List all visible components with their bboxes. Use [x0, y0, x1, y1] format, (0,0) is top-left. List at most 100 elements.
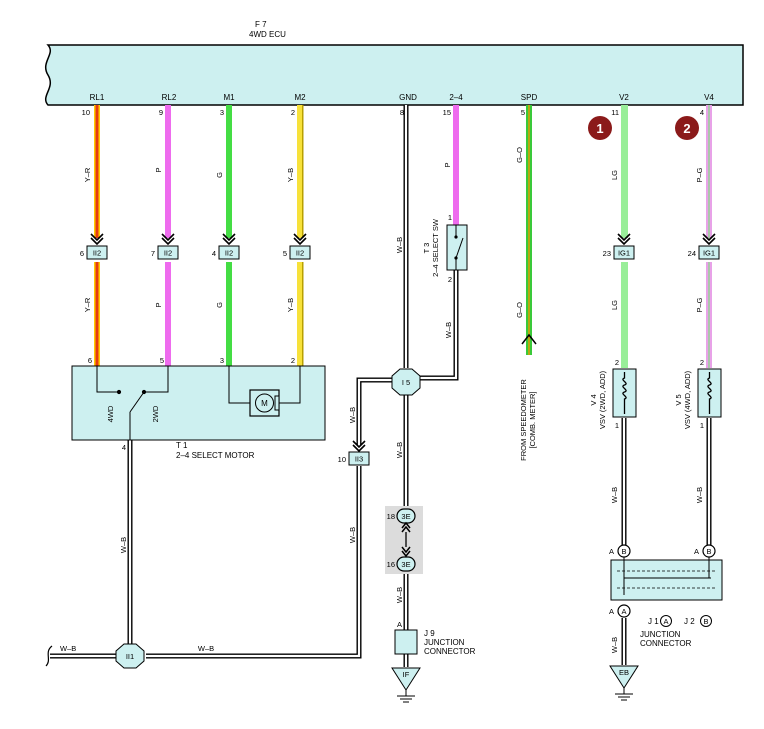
wire-label-v2-bottom: W–B: [610, 487, 619, 503]
wire-color-labels: Y–R Y–R P P G G Y–B Y–B W–B P W–B W–B W–…: [60, 147, 704, 653]
conn-pin-rl1: 6: [80, 249, 84, 258]
arrow-m1: [222, 233, 236, 246]
conn-label-v2: IG1: [618, 249, 630, 258]
pin-num-m1: 3: [220, 108, 224, 117]
pin-num-v2: 11: [611, 108, 619, 117]
wire-m2-bottom: [297, 262, 303, 366]
wire-label-v2-top: LG: [610, 170, 619, 180]
conn-label-m1: II2: [225, 249, 233, 258]
wire-label-ii3-down: W–B: [348, 527, 357, 543]
badges: 1 2: [588, 116, 699, 140]
wire-label-rl2-top: P: [154, 167, 163, 172]
junction-connector-j1: B A B A A A J 1 A J 2 B JUNCTION CONNECT…: [609, 544, 723, 648]
motor-out-pin: 4: [122, 443, 126, 452]
jc-pin-a-right: A: [694, 547, 699, 556]
pin-label-spd: SPD: [521, 93, 538, 102]
vsv1-name: VSV (2WD, ADD): [598, 370, 607, 429]
ground-eb: EB: [609, 665, 639, 701]
wire-rl1-top-stripe: [95, 105, 99, 238]
wire-label-m2-bottom: Y–B: [286, 298, 295, 312]
conn-label-3e-bottom: 3E: [401, 560, 410, 569]
vsv-v4: 2 1 V 4 VSV (2WD, ADD): [589, 358, 637, 430]
ecu-name: 4WD ECU: [249, 30, 286, 39]
badge-2: 2: [683, 121, 690, 136]
wire-label-jc-out: W–B: [610, 637, 619, 653]
arrow-rl2: [161, 233, 175, 246]
pin-num-rl2: 9: [159, 108, 163, 117]
wire-m2-bottom-stripe: [302, 262, 304, 366]
jc-id-j2: J 2: [684, 617, 695, 626]
pin-label-m2: M2: [294, 93, 306, 102]
arrow-v2: [617, 233, 631, 246]
motor-pin-4: 2: [291, 356, 295, 365]
pin-label-24: 2–4: [449, 93, 463, 102]
motor-symbol: M: [261, 399, 268, 408]
j9-pin: A: [397, 620, 402, 629]
wire-label-spd-bottom: G–O: [515, 302, 524, 318]
motor-contact-4wd: 4WD: [106, 405, 115, 422]
wb-ii3-down: [146, 466, 362, 659]
wire-v2-top: [621, 105, 628, 238]
wire-label-left-in: W–B: [60, 644, 76, 653]
wire-label-rl1-top: Y–R: [83, 167, 92, 182]
vsv2-pin-top: 2: [700, 358, 704, 367]
arrow-ii3: [352, 440, 366, 453]
wire-m2-top-stripe: [302, 105, 304, 238]
wire-rl2-bottom: [165, 262, 171, 366]
pin-label-gnd: GND: [399, 93, 417, 102]
speedometer-line1: FROM SPEEDOMETER: [519, 379, 528, 461]
wire-label-v4-mid: P–G: [695, 297, 704, 312]
vsv1-id: V 4: [589, 394, 598, 405]
pin-num-m2: 2: [291, 108, 295, 117]
jc-j2-pin: B: [703, 617, 708, 626]
ecu-id: F 7: [255, 20, 267, 29]
conn-pin-3e-bottom: 16: [387, 560, 395, 569]
motor-pin-2: 5: [160, 356, 164, 365]
conn-pin-v4: 24: [688, 249, 696, 258]
sw-id: T 3: [422, 243, 431, 254]
wire-label-sw-out: W–B: [444, 322, 453, 338]
pin-num-v4: 4: [700, 108, 704, 117]
wire-v4-mid-stripe: [708, 262, 710, 368]
connector-boxes: II2 6 II2 7 II2 4 II2 5 IG1 23 IG1 24 II…: [80, 245, 720, 466]
pin-num-24: 15: [443, 108, 451, 117]
wire-label-m1-bottom: G: [215, 302, 224, 308]
jc-id-j1: J 1: [648, 617, 659, 626]
conn-pin-ii3: 10: [338, 455, 346, 464]
wire-label-gnd-mid: W–B: [395, 442, 404, 458]
ecu-outline: [45, 44, 744, 106]
wire-label-rl2-bottom: P: [154, 302, 163, 307]
wire-label-v2-mid: LG: [610, 300, 619, 310]
j9-line1: JUNCTION: [424, 638, 465, 647]
wire-label-motor-down: W–B: [119, 537, 128, 553]
wb-wires: [45, 105, 712, 667]
conn-label-ii3: II3: [355, 455, 363, 464]
sw-pin-1: 1: [448, 213, 452, 222]
i5-junction: I 5: [391, 368, 421, 396]
pin-label-m1: M1: [223, 93, 235, 102]
select-switch: 1 2 T 3 2–4 SELECT SW: [422, 213, 468, 284]
wire-label-m1-top: G: [215, 172, 224, 178]
conn-pin-m2: 5: [283, 249, 287, 258]
wire-v2-mid: [621, 262, 628, 368]
wire-label-i2: P: [443, 162, 452, 167]
wire-label-m2-top: Y–B: [286, 168, 295, 182]
pin-num-spd: 5: [521, 108, 525, 117]
motor-pin-3: 3: [220, 356, 224, 365]
conn-pin-v2: 23: [603, 249, 611, 258]
wire-v4-top-stripe: [708, 105, 710, 238]
wire-label-v4-bottom: W–B: [695, 487, 704, 503]
jc-pin-b-right: B: [706, 547, 711, 556]
ground-if: IF: [391, 667, 421, 703]
arrow-v4: [702, 233, 716, 246]
conn-label-rl1: II2: [93, 249, 101, 258]
pin-label-rl2: RL2: [162, 93, 177, 102]
wire-spd-stripe: [528, 105, 530, 355]
badge-1: 1: [596, 121, 603, 136]
wire-m1-top: [226, 105, 232, 238]
wire-label-bus-mid: W–B: [198, 644, 214, 653]
sw-pin-2: 2: [448, 275, 452, 284]
jc-line2: CONNECTOR: [640, 639, 692, 648]
motor-name: 2–4 SELECT MOTOR: [176, 451, 255, 460]
jc-pin-a-bottom: A: [609, 607, 614, 616]
